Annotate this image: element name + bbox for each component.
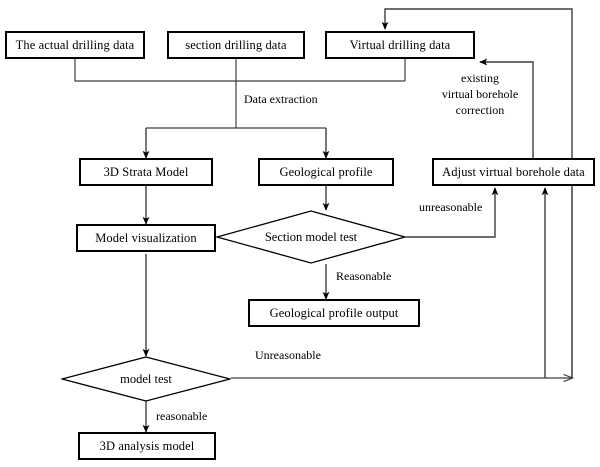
diamond-shape-model-test <box>61 356 231 402</box>
edge-label-reasonable-model: reasonable <box>156 409 208 423</box>
node-3d-strata-model[interactable]: 3D Strata Model <box>79 158 213 186</box>
decision-section-model-test-label: Section model test <box>264 229 358 244</box>
node-section-drilling-data[interactable]: section drilling data <box>167 31 305 59</box>
decision-model-test[interactable]: model test <box>61 356 231 402</box>
decision-model-test-label: model test <box>120 371 172 386</box>
node-model-visualization[interactable]: Model visualization <box>76 224 216 252</box>
node-actual-drilling-data[interactable]: The actual drilling data <box>5 31 145 59</box>
node-virtual-drilling-data[interactable]: Virtual drilling data <box>325 31 475 59</box>
decision-section-model-test[interactable]: Section model test <box>216 210 406 264</box>
node-adjust-virtual-borehole-data[interactable]: Adjust virtual borehole data <box>432 158 595 186</box>
edge-label-reasonable-section: Reasonable <box>336 269 392 283</box>
wire-actual-to-collector <box>74 59 405 82</box>
edge-label-data-extraction: Data extraction <box>244 92 318 106</box>
node-3d-analysis-model[interactable]: 3D analysis model <box>78 432 216 460</box>
edge-label-existing-virtual-borehole-correction: existing virtual borehole correction <box>441 71 519 118</box>
wire-adjust-to-virtual-side <box>479 58 534 158</box>
node-geological-profile[interactable]: Geological profile <box>258 158 394 186</box>
node-geological-profile-output[interactable]: Geological profile output <box>248 299 420 327</box>
wire-section-test-unreasonable <box>406 187 499 238</box>
diamond-shape-section-model-test <box>216 210 406 264</box>
edge-label-unreasonable-model: Unreasonable <box>255 348 321 362</box>
edge-label-unreasonable-section: unreasonable <box>419 200 483 214</box>
